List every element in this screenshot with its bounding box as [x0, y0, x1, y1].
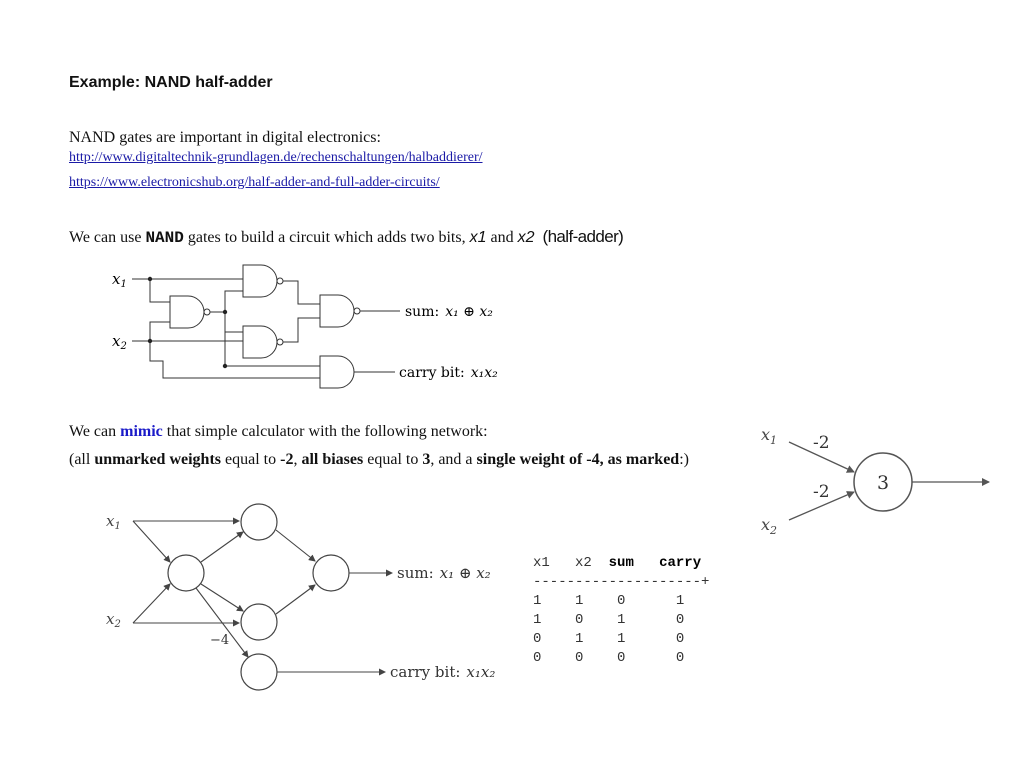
- sentence-text: We can use: [69, 229, 146, 246]
- sentence-text: gates to build a circuit which adds two …: [183, 229, 470, 246]
- sentence-text: equal to: [221, 451, 281, 468]
- network-x1-label: x1: [106, 512, 121, 532]
- sentence-text: that simple calculator with the followin…: [162, 423, 488, 440]
- network-node-hidden-3: [240, 603, 278, 641]
- nand-gate-carry: [319, 355, 355, 389]
- network-marked-weight: −4: [210, 633, 229, 648]
- sentence-text: equal to: [363, 451, 423, 468]
- nand-gate-b: [242, 264, 278, 298]
- x2-symbol: x2: [517, 229, 535, 246]
- sentence-text: , and a: [430, 451, 477, 468]
- neuron-x1-label: x1: [761, 425, 777, 447]
- half-adder-note: (half-adder): [542, 227, 624, 246]
- sentence-text: ,: [293, 451, 302, 468]
- neuron-weight-1: -2: [813, 433, 830, 453]
- neuron-bias: 3: [877, 472, 889, 494]
- sentence-text: (all: [69, 451, 95, 468]
- page-title: Example: NAND half-adder: [69, 74, 273, 91]
- neuron-diagram: x1 x2 -2 -2 3: [761, 425, 990, 537]
- network-carry-label: carry bit:x₁x₂: [390, 663, 495, 681]
- sentence-text: We can: [69, 423, 121, 440]
- network-node-carry: [240, 653, 278, 691]
- intro-text: NAND gates are important in digital elec…: [69, 129, 381, 146]
- link-electronicshub[interactable]: https://www.electronicshub.org/half-adde…: [69, 175, 440, 190]
- sentence-weights: (all unmarked weights equal to -2, all b…: [69, 451, 689, 469]
- sentence-text: and: [486, 229, 518, 246]
- header-sum: sum: [608, 555, 634, 571]
- network-x2-label: x2: [106, 610, 121, 630]
- x1-symbol: x1: [469, 229, 487, 246]
- sentence-mimic: We can mimic that simple calculator with…: [69, 423, 488, 441]
- nand-bubble: [276, 338, 284, 346]
- table-row: 1 1 0 1: [533, 593, 685, 609]
- truth-table-header: x1 x2 sum carry: [533, 554, 709, 573]
- nand-circuit-diagram: x1 x2 sum:x₁ ⊕ x₂ carry bit:x₁x₂: [112, 264, 498, 389]
- header-x1: x1: [533, 555, 550, 571]
- nand-gate-a: [169, 295, 205, 329]
- nand-gate-c: [242, 325, 278, 359]
- bold-text: 3: [422, 451, 431, 468]
- neuron-x2-label: x2: [761, 515, 777, 537]
- header-carry: carry: [659, 555, 702, 571]
- nand-bubble: [276, 277, 284, 285]
- circuit-x1-label: x1: [112, 270, 127, 290]
- sentence-nand-circuit: We can use NAND gates to build a circuit…: [69, 227, 624, 247]
- network-node-hidden-1: [167, 554, 205, 592]
- nand-gate-sum: [319, 294, 355, 328]
- network-diagram: x1 x2 −4 sum:x₁ ⊕ x₂ carry bit:x₁x₂: [106, 503, 495, 691]
- table-row: 1 0 1 0: [533, 612, 685, 628]
- network-sum-label: sum:x₁ ⊕ x₂: [397, 564, 491, 582]
- mimic-highlight: mimic: [120, 423, 163, 440]
- nand-keyword: NAND: [145, 229, 184, 247]
- header-x2: x2: [575, 555, 592, 571]
- table-row: 0 1 1 0: [533, 631, 685, 647]
- network-node-hidden-2: [240, 503, 278, 541]
- truth-table: x1 x2 sum carry--------------------+1 1 …: [533, 554, 709, 668]
- table-row: 0 0 0 0: [533, 650, 685, 666]
- circuit-x2-label: x2: [112, 332, 127, 352]
- bold-text: all biases: [301, 451, 364, 468]
- bold-text: single weight of -4, as marked: [476, 451, 680, 468]
- circuit-carry-label: carry bit:x₁x₂: [399, 365, 498, 381]
- nand-bubble: [353, 307, 361, 315]
- network-node-sum: [312, 554, 350, 592]
- bold-text: unmarked weights: [94, 451, 222, 468]
- bold-text: -2: [280, 451, 294, 468]
- circuit-sum-label: sum:x₁ ⊕ x₂: [405, 304, 493, 320]
- nand-bubble: [203, 308, 211, 316]
- neuron-weight-2: -2: [813, 482, 830, 502]
- truth-table-separator: --------------------+: [533, 574, 710, 590]
- sentence-text: :): [679, 451, 689, 468]
- link-digitaltechnik[interactable]: http://www.digitaltechnik-grundlagen.de/…: [69, 150, 483, 165]
